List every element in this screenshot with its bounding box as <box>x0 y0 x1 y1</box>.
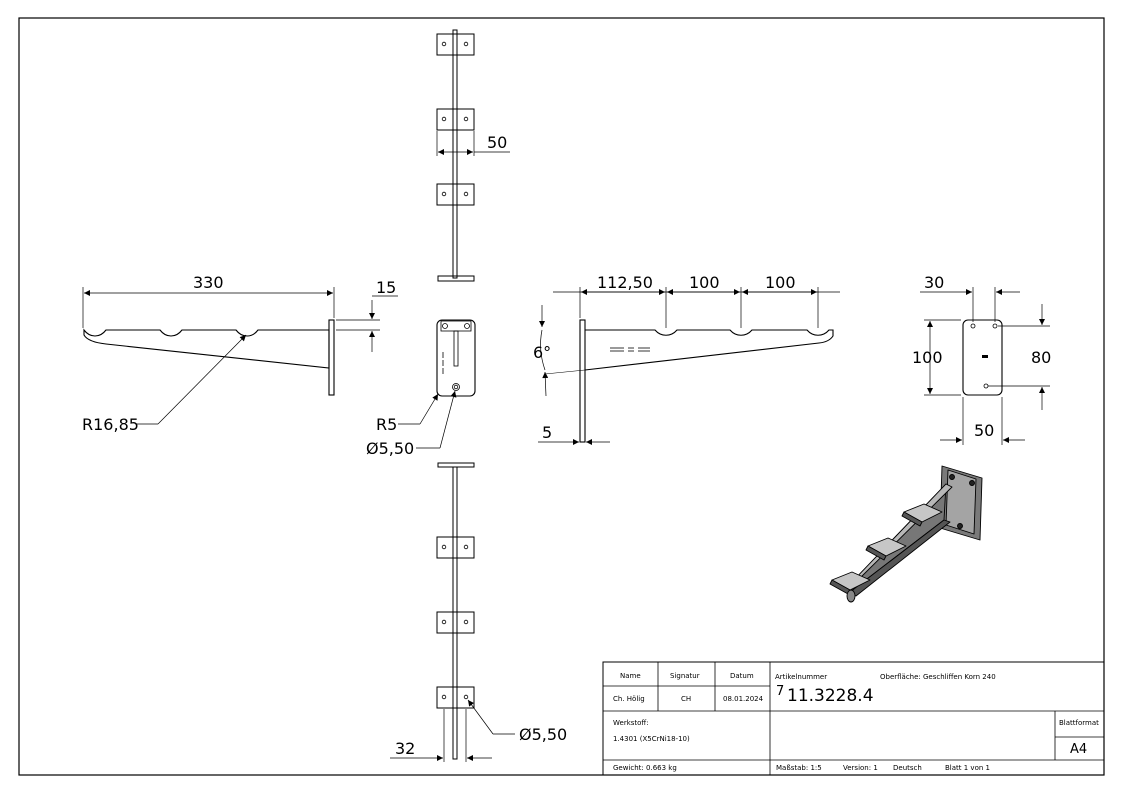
tb-blattformat-label: Blattformat <box>1059 719 1099 727</box>
tb-version: Version: 1 <box>843 764 878 772</box>
dim-5: 5 <box>542 423 552 442</box>
tb-werkstoff-label: Werkstoff: <box>613 719 649 727</box>
tb-header-signatur: Signatur <box>670 672 700 680</box>
front-view: 330 15 R16,85 <box>82 273 398 434</box>
tb-sprache: Deutsch <box>893 764 922 772</box>
tb-gewicht: Gewicht: 0.663 kg <box>613 764 677 772</box>
dim-dia-mid: Ø5,50 <box>366 439 414 458</box>
dim-330: 330 <box>193 273 224 292</box>
tb-massstab: Maßstab: 1:5 <box>776 764 822 772</box>
tb-werkstoff: 1.4301 (X5CrNi18-10) <box>613 735 690 743</box>
tb-signatur: CH <box>681 695 691 703</box>
dim-30: 30 <box>924 273 944 292</box>
dim-32: 32 <box>395 739 415 758</box>
plate-view: 30 100 80 50 <box>912 273 1051 445</box>
bottom-view: Ø5,50 32 <box>390 462 567 762</box>
tb-blattformat: A4 <box>1070 742 1087 757</box>
tb-oberflaeche: Oberfläche: Geschliffen Korn 240 <box>880 673 996 681</box>
side-view: 112,50 100 100 6° 5 <box>533 273 840 445</box>
tb-name: Ch. Hölig <box>613 695 645 703</box>
tb-header-name: Name <box>620 672 641 680</box>
dim-15: 15 <box>376 278 396 297</box>
tb-blatt: Blatt 1 von 1 <box>945 764 990 772</box>
dim-80: 80 <box>1031 348 1051 367</box>
sheet-border <box>18 17 1105 776</box>
plate-slot <box>982 355 988 358</box>
dim-50-top: 50 <box>487 133 507 152</box>
dim-112-50: 112,50 <box>597 273 653 292</box>
dim-100-plate: 100 <box>912 348 943 367</box>
end-view: R5 Ø5,50 <box>366 319 476 458</box>
dim-100-a: 100 <box>689 273 720 292</box>
dim-50-plate: 50 <box>974 421 994 440</box>
dim-r16-85: R16,85 <box>82 415 139 434</box>
tb-datum: 08.01.2024 <box>723 695 764 703</box>
title-block: Name Signatur Datum Ch. Hölig CH 08.01.2… <box>602 661 1105 776</box>
tb-article-number: 11.3228.4 <box>787 686 874 706</box>
isometric-view <box>829 465 983 603</box>
tb-artikelnummer-label: Artikelnummer <box>775 673 827 681</box>
tb-header-datum: Datum <box>730 672 754 680</box>
dim-r5: R5 <box>376 415 397 434</box>
top-view: 50 <box>436 29 510 282</box>
tb-article-prefix: 7 <box>776 684 784 699</box>
dim-6-deg: 6° <box>533 343 551 362</box>
dim-dia-bottom: Ø5,50 <box>519 725 567 744</box>
dim-100-b: 100 <box>765 273 796 292</box>
